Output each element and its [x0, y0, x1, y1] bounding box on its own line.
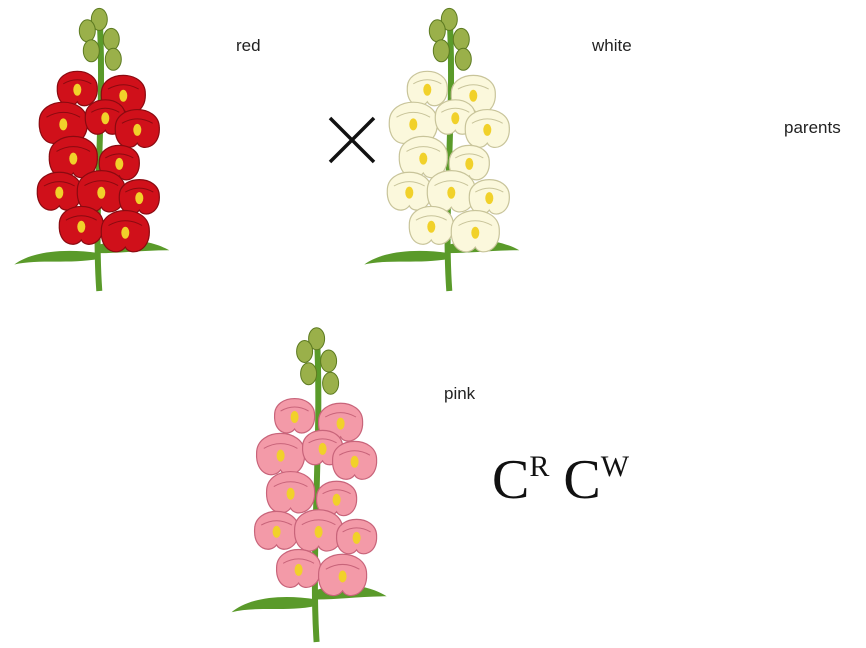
- red-flower-blossom: [49, 136, 97, 177]
- pink-flower-leaf: [232, 597, 317, 612]
- pink-flower-blossom: [295, 510, 343, 551]
- allele-2-symbol: C: [563, 449, 600, 511]
- pink-flower-blossom: [275, 399, 315, 433]
- white-flower-bud: [453, 28, 469, 50]
- red-flower-blossom: [37, 172, 81, 210]
- allele-1-symbol: C: [492, 449, 529, 511]
- pink-snapdragon-illustration: [232, 326, 412, 644]
- red-flower-blossom: [101, 211, 149, 252]
- label-white: white: [592, 36, 632, 56]
- red-snapdragon-illustration: [10, 8, 200, 293]
- red-flower-bud: [83, 40, 99, 62]
- white-flower-bud: [455, 48, 471, 70]
- white-flower-blossom: [465, 110, 509, 148]
- white-flower-bud: [433, 40, 449, 62]
- pink-flower-blossom: [333, 441, 377, 479]
- white-flower-blossom: [427, 171, 475, 212]
- white-flower-blossom: [469, 180, 509, 214]
- red-flower-leaf: [14, 251, 99, 265]
- label-parents: parents: [784, 118, 841, 138]
- white-flower-blossom: [407, 71, 447, 105]
- red-flower-blossom: [115, 110, 159, 148]
- red-flower-blossom: [119, 180, 159, 214]
- pink-flower-bud: [301, 363, 317, 385]
- pink-flower-blossom: [277, 550, 321, 588]
- pink-flower-blossom: [337, 519, 377, 553]
- white-flower-blossom: [387, 172, 431, 210]
- pink-flower-blossom: [255, 511, 299, 549]
- label-red: red: [236, 36, 261, 56]
- red-flower-blossom: [77, 171, 125, 212]
- red-flower-blossom: [57, 71, 97, 105]
- pink-flower-bud: [321, 350, 337, 372]
- white-flower-blossom: [409, 206, 453, 244]
- pink-flower-blossom: [257, 433, 305, 474]
- white-flower-leaf: [364, 251, 449, 265]
- pink-flower-blossom: [267, 472, 315, 513]
- white-snapdragon-illustration: [360, 8, 550, 293]
- red-flower-bud: [103, 28, 119, 50]
- red-flower-blossom: [59, 206, 103, 244]
- pink-flower-bud: [323, 372, 339, 394]
- white-flower-bud: [429, 20, 445, 42]
- red-flower-bud: [105, 48, 121, 70]
- pink-flower-bud: [297, 340, 313, 362]
- white-flower-blossom: [451, 211, 499, 252]
- pink-flower-blossom: [319, 554, 367, 595]
- label-pink: pink: [444, 384, 475, 404]
- allele-2-superscript: W: [601, 450, 629, 483]
- allele-1-superscript: R: [529, 450, 549, 483]
- red-flower-bud: [79, 20, 95, 42]
- white-flower-blossom: [399, 136, 447, 177]
